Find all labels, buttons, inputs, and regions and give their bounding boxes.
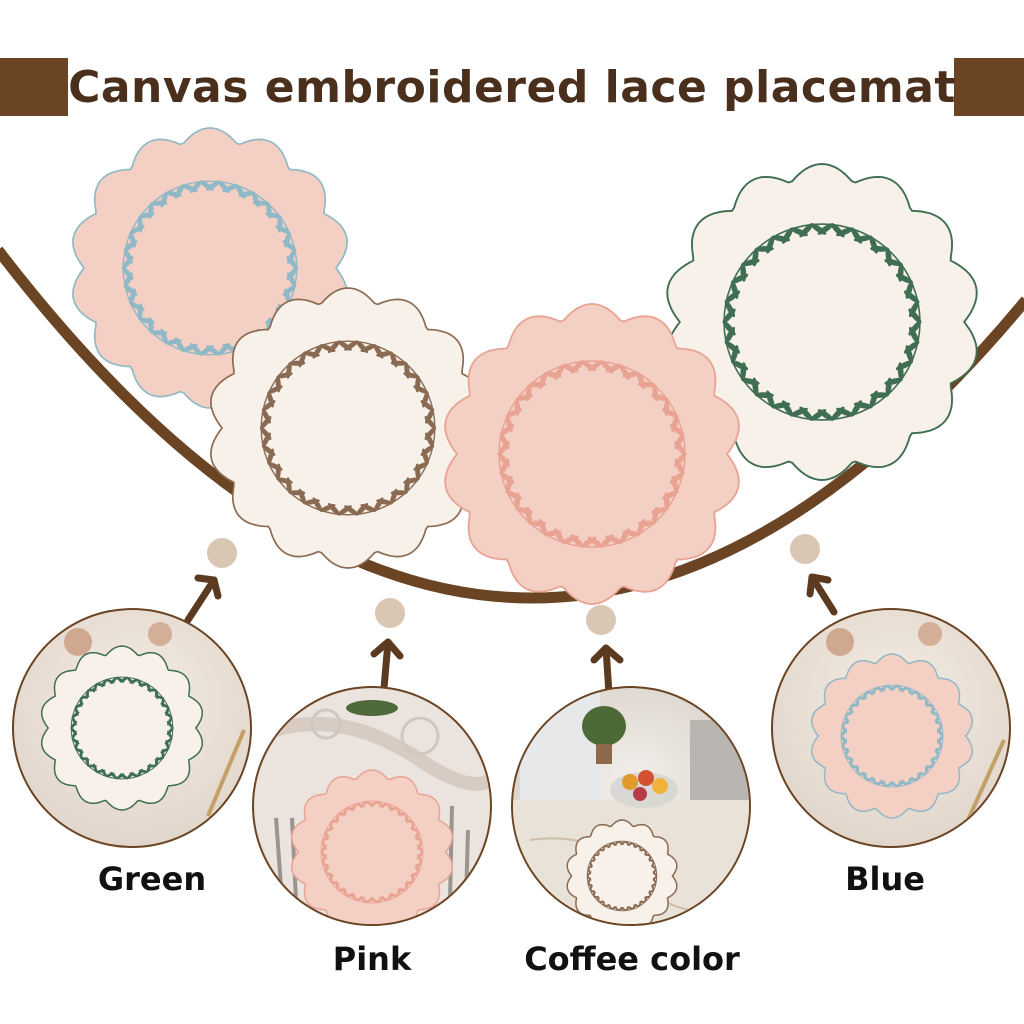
arc-dot-coffee xyxy=(586,605,616,635)
photo-pink xyxy=(252,686,492,926)
arrow-icon xyxy=(370,638,404,692)
variant-label-pink: Pink xyxy=(332,940,412,978)
arrow-icon xyxy=(184,574,222,624)
page-title: Canvas embroidered lace placemat xyxy=(68,62,956,113)
variant-label-blue: Blue xyxy=(845,860,925,898)
arc-dot-blue xyxy=(790,534,820,564)
variant-label-coffee: Coffee color xyxy=(524,940,740,978)
arrow-icon xyxy=(806,573,838,616)
placemat-green-large xyxy=(666,163,978,481)
arrow-icon xyxy=(590,644,624,698)
arc-dot-pink xyxy=(375,598,405,628)
placemat-coffee-large xyxy=(210,287,486,569)
photo-green xyxy=(12,608,252,848)
title-bar-left xyxy=(0,58,68,116)
title-bar-right xyxy=(954,58,1024,116)
photo-blue xyxy=(771,608,1011,848)
variant-label-green: Green xyxy=(97,860,207,898)
placemat-pink-large xyxy=(444,303,740,605)
photo-coffee xyxy=(511,686,751,926)
arc-dot-green xyxy=(207,538,237,568)
